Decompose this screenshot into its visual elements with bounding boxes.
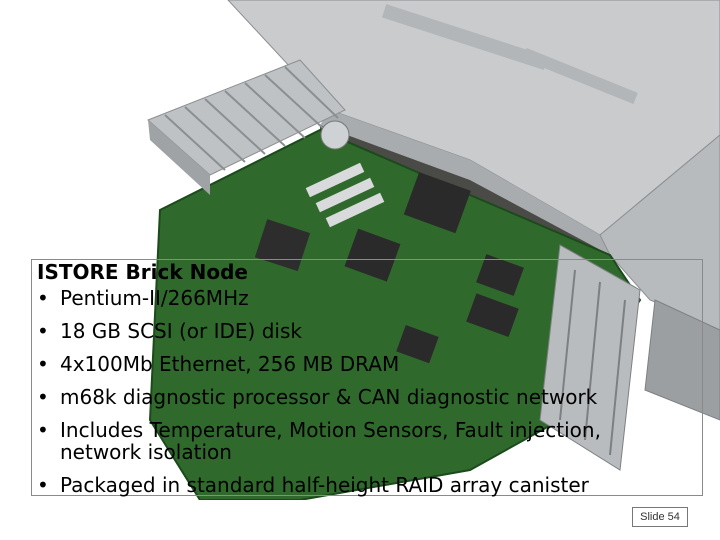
brick-node-photo: [147, 0, 720, 500]
side-connector: [644, 299, 720, 421]
heat-sink: [147, 59, 346, 195]
text-box: [31, 259, 703, 496]
bullet-item: •4x100Mb Ethernet, 256 MB DRAM: [37, 352, 400, 376]
chip: [396, 325, 439, 364]
edge-connector: [539, 244, 641, 471]
bullet-dot: •: [37, 385, 49, 409]
memory-module: [305, 162, 365, 198]
bullet-dot: •: [37, 286, 49, 310]
chip: [466, 293, 519, 337]
bullet-dot: •: [37, 352, 49, 376]
chip: [344, 228, 401, 282]
bullet-item: •Packaged in standard half-height RAID a…: [37, 473, 589, 497]
coin-battery: [320, 120, 350, 150]
bullet-item: •Includes Temperature, Motion Sensors, F…: [37, 418, 601, 464]
chip: [403, 172, 471, 234]
chip: [476, 254, 524, 296]
slide-title: ISTORE Brick Node: [37, 260, 248, 284]
bullet-list: •Pentium-II/266MHz •18 GB SCSI (or IDE) …: [37, 287, 601, 507]
bullet-dot: •: [37, 418, 49, 442]
canister-front-edge: [320, 110, 610, 255]
bullet-item: •m68k diagnostic processor & CAN diagnos…: [37, 385, 598, 409]
memory-module: [325, 192, 385, 228]
memory-module: [315, 177, 375, 213]
bullet-item: •18 GB SCSI (or IDE) disk: [37, 319, 302, 343]
canister-slot: [522, 47, 638, 105]
bullet-dot: •: [37, 319, 49, 343]
slide-number: Slide 54: [632, 507, 688, 527]
bullet-item: •Pentium-II/266MHz: [37, 286, 249, 310]
bullet-dot: •: [37, 473, 49, 497]
canister-slot: [381, 4, 549, 70]
chip: [254, 219, 311, 272]
